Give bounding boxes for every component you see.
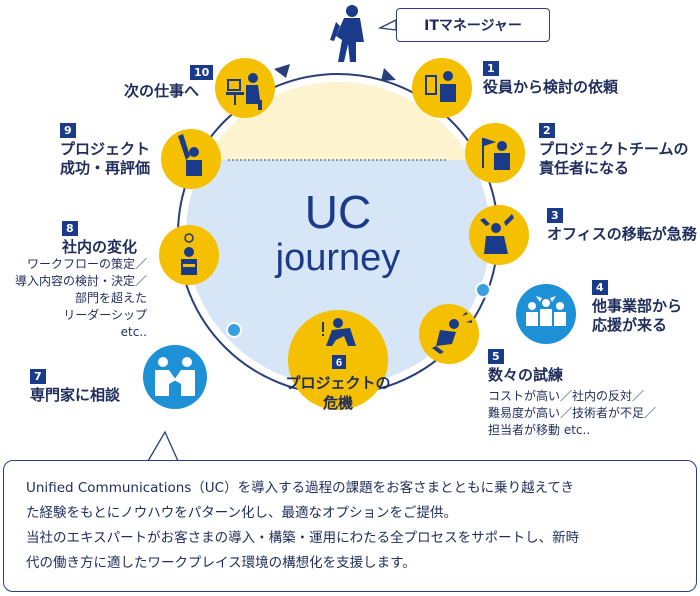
step-4-label-line1: 他事業部から (592, 297, 683, 315)
step-4-number: 4 (592, 280, 608, 295)
step-9-label-line1: プロジェクト (60, 140, 151, 158)
stressed-person-icon (480, 214, 514, 254)
step-5-label-block: 5 数々の試練 (488, 346, 563, 385)
step-9-label-line2: 成功・再評価 (60, 159, 151, 177)
step-3-circle (469, 205, 529, 265)
group-of-people-icon (526, 296, 566, 326)
step-5-details: コストが高い／社内の反対／ 難易度が高い／技術者が不足／ 担当者が移動 etc.… (488, 388, 656, 439)
step-8-detail-4: リーダーシップ (63, 308, 147, 322)
journey-inner-circle (186, 82, 490, 386)
step-7-circle (143, 345, 207, 409)
it-manager-callout: ITマネージャー (396, 8, 550, 42)
step-3-label: オフィスの移転が急務 (547, 225, 697, 243)
step-5-detail-2: 難易度が高い／技術者が不足／ (488, 406, 657, 420)
title-journey: journey (275, 237, 401, 279)
step-9-label-block: 9 プロジェクト 成功・再評価 (60, 120, 150, 178)
step-7-label: 専門家に相談 (30, 386, 121, 404)
connector-dot-4 (475, 282, 491, 298)
step-4-label-line2: 応援が来る (592, 316, 668, 334)
lightbulb-person-icon (181, 233, 197, 275)
step-8-circle (159, 225, 219, 285)
title-uc: UC (305, 186, 371, 238)
step-8-detail-1: ワークフローの策定／ (26, 257, 147, 271)
handshake-icon (155, 357, 195, 396)
step-1-number: 1 (483, 61, 499, 76)
step-6-label-group: 6 プロジェクトの 危機 (285, 355, 391, 412)
step-1-circle (412, 58, 472, 118)
step-8-detail-2: 導入内容の検討・決定／ (14, 274, 147, 288)
step-6-label-line2: 危機 (323, 394, 353, 412)
step-5-detail-3: 担当者が移動 etc.. (488, 423, 591, 437)
step-5-label: 数々の試練 (488, 366, 564, 384)
step-8-label: 社内の変化 (62, 238, 138, 256)
step-9-circle (161, 129, 221, 189)
person-with-flag-icon (482, 138, 510, 170)
step-2-circle (465, 123, 525, 183)
step-2-number: 2 (539, 123, 555, 138)
step-6-label-line1: プロジェクトの (285, 374, 390, 392)
step-6-number: 6 (336, 357, 342, 369)
step-1-label-block: 1 役員から検討の依頼 (483, 58, 618, 97)
falling-person-icon (432, 312, 472, 354)
description-line-1: Unified Communications（UC）を導入する過程の課題をお客さ… (26, 480, 575, 496)
step-4-circle (516, 284, 576, 344)
step-10-label: 次の仕事へ (124, 82, 200, 100)
step-5-number: 5 (488, 349, 504, 364)
step-1-label: 役員から検討の依頼 (483, 78, 619, 96)
step-8-label-block: 8 社内の変化 (62, 218, 137, 257)
step-9-number: 9 (60, 123, 76, 138)
it-manager-figure-icon (330, 5, 364, 62)
step-7-label-block: 7 専門家に相談 (30, 366, 120, 405)
step-10-label-block: 10 次の仕事へ (124, 62, 214, 101)
ring-arrow-top-right (381, 68, 396, 81)
person-at-desk-icon (425, 71, 456, 102)
step-3-number: 3 (547, 208, 563, 223)
step-5-detail-1: コストが高い／社内の反対／ (488, 389, 645, 403)
description-line-4: 代の働き方に適したワークプレイス環境の構想化を支援します。 (26, 555, 416, 571)
step-2-label-line2: 責任者になる (539, 159, 630, 177)
step-4-label-block: 4 他事業部から 応援が来る (592, 277, 682, 335)
ring-arrow-top-left (274, 64, 290, 78)
description-box: Unified Communications（UC）を導入する過程の課題をお客さ… (3, 460, 697, 592)
crisis-kneeling-person-icon (322, 318, 356, 346)
person-working-at-computer-icon (226, 73, 262, 110)
step-8-details: ワークフローの策定／ 導入内容の検討・決定／ 部門を超えた リーダーシップ et… (15, 256, 147, 341)
step-10-number: 10 (190, 65, 214, 80)
description-tail (146, 430, 180, 462)
callout-tail (377, 18, 397, 31)
step-5-circle (419, 304, 479, 364)
step-10-circle (215, 58, 275, 118)
step-8-detail-3: 部門を超えた (74, 291, 147, 305)
step-7-number: 7 (30, 369, 46, 384)
step-2-label-block: 2 プロジェクトチームの 責任者になる (539, 120, 689, 178)
raised-fist-person-icon (178, 134, 202, 176)
description-line-3: 当社のエキスパートがお客さまの導入・構築・運用にわたる全プロセスをサポートし、新… (26, 530, 580, 546)
step-2-label-line1: プロジェクトチームの (539, 140, 689, 158)
connector-dot-7 (226, 322, 242, 338)
description-line-2: た経験をもとにノウハウをパターン化し、最適なオプションをご提供。 (26, 505, 458, 521)
step-8-number: 8 (62, 221, 78, 236)
step-8-detail-5: etc.. (120, 325, 147, 339)
step-3-label-block: 3 オフィスの移転が急務 (547, 205, 697, 244)
